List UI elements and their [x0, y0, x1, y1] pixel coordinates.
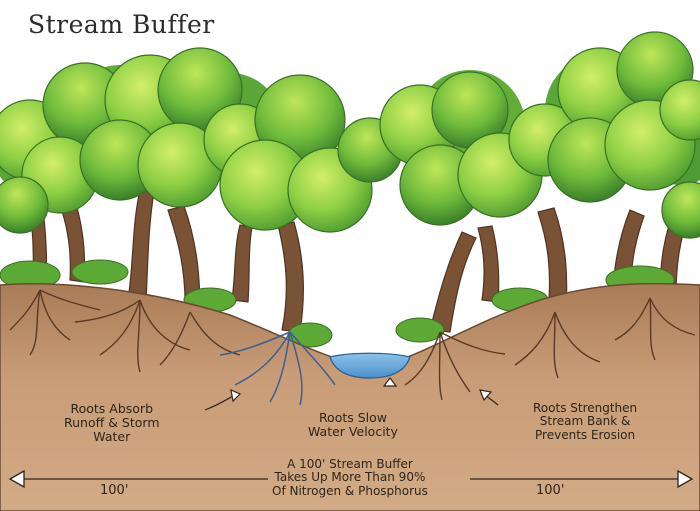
- label-roots-strengthen: Roots Strengthen Stream Bank & Prevents …: [533, 402, 637, 442]
- label-line: Stream Bank &: [533, 415, 637, 428]
- label-line: Water: [64, 430, 160, 444]
- canopy-right: [548, 32, 700, 238]
- diagram-title: Stream Buffer: [28, 10, 215, 39]
- distance-right-label: 100': [536, 484, 564, 499]
- label-line: Roots Absorb: [64, 402, 160, 416]
- label-line: Takes Up More Than 90%: [272, 471, 428, 484]
- label-line: Runoff & Storm: [64, 416, 160, 430]
- label-line: Water Velocity: [308, 425, 398, 439]
- distance-left-label: 100': [100, 484, 128, 499]
- label-line: Roots Slow: [308, 411, 398, 425]
- label-roots-slow: Roots Slow Water Velocity: [308, 411, 398, 439]
- label-line: Of Nitrogen & Phosphorus: [272, 485, 428, 498]
- label-roots-absorb: Roots Absorb Runoff & Storm Water: [64, 402, 160, 444]
- label-line: A 100' Stream Buffer: [272, 458, 428, 471]
- label-line: Prevents Erosion: [533, 429, 637, 442]
- label-stream-buffer-fact: A 100' Stream Buffer Takes Up More Than …: [272, 458, 428, 498]
- tree-canopies: [0, 32, 700, 238]
- label-line: Roots Strengthen: [533, 402, 637, 415]
